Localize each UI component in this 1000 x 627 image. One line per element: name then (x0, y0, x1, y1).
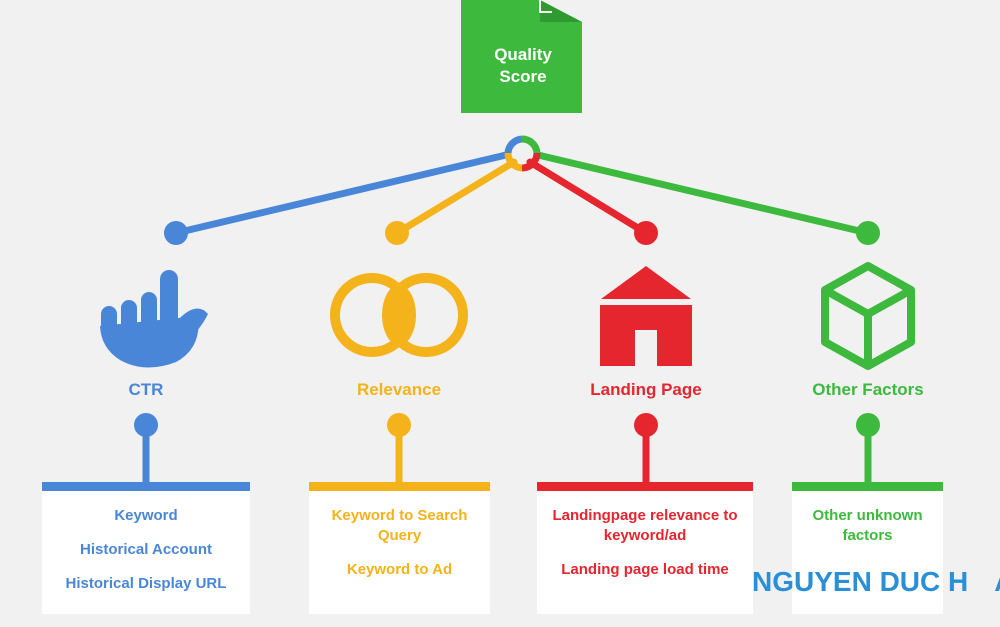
list-item: Historical Account (80, 541, 212, 558)
node-landing (634, 221, 658, 245)
branch-label-relevance: Relevance (356, 380, 442, 399)
list-item: Keyword to Search Query (331, 507, 468, 544)
watermark-suffix: A (994, 566, 1000, 597)
list-item: Historical Display URL (65, 575, 227, 592)
list-item: Keyword (114, 507, 178, 524)
hub-ring (504, 135, 541, 172)
stem-relevance (387, 413, 411, 482)
connector-landing (526, 158, 650, 237)
node-relevance (385, 221, 409, 245)
box-ctr-bar (42, 482, 250, 491)
box-relevance-bar (309, 482, 490, 491)
quality-score-line1: Quality (494, 45, 552, 64)
cube-icon (821, 262, 915, 370)
box-other-bar (792, 482, 943, 491)
venn-circles-icon (330, 273, 468, 357)
node-other (856, 221, 880, 245)
branch-label-other-factors: Other Factors (812, 380, 924, 399)
connector-ctr (172, 151, 510, 237)
quality-score-document-icon (461, 0, 582, 113)
stem-other (856, 413, 880, 482)
connector-other (534, 151, 872, 237)
quality-score-title: Quality Score (462, 44, 584, 88)
branch-label-landing-page: Landing Page (590, 380, 702, 399)
node-ctr (164, 221, 188, 245)
stem-landing (634, 413, 658, 482)
quality-score-line2: Score (499, 67, 547, 86)
watermark-text: NGUYEN DUC H (752, 566, 969, 597)
hand-pointing-icon (100, 270, 208, 368)
house-icon (600, 266, 692, 366)
list-item: Landingpage relevance to keyword/ad (552, 507, 738, 544)
box-ctr: Keyword Historical Account Historical Di… (42, 482, 250, 614)
list-item: Other unknown factors (812, 507, 923, 544)
box-relevance: Keyword to Search Query Keyword to Ad (309, 482, 490, 614)
list-item: Keyword to Ad (346, 561, 453, 578)
branch-label-ctr: CTR (128, 380, 164, 399)
box-other-factors: Other unknown factors (792, 482, 943, 614)
box-landing-page: Landingpage relevance to keyword/ad Land… (537, 482, 753, 614)
connector-relevance (393, 158, 518, 237)
list-item: Landing page load time (561, 561, 729, 578)
box-landing-bar (537, 482, 753, 491)
watermark-logo: NGUYEN DUC H A (752, 566, 1000, 598)
stem-ctr (134, 413, 158, 482)
